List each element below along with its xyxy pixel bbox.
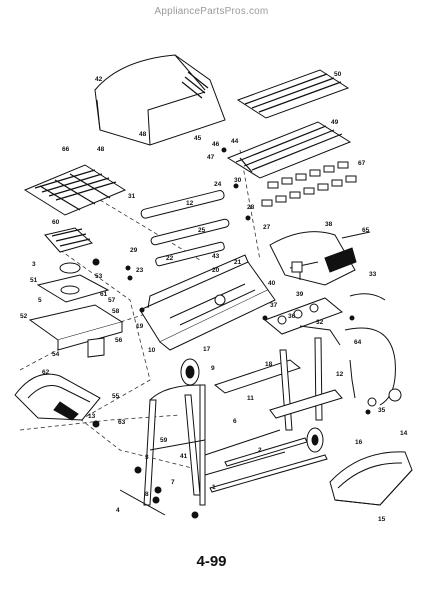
bottom-rails	[209, 437, 328, 493]
cart-frame	[143, 337, 343, 506]
wheel-left	[180, 358, 200, 386]
callout-32: 32	[316, 319, 324, 326]
callout-31: 31	[128, 193, 136, 200]
callout-56: 56	[115, 337, 123, 344]
cooking-grate-left	[23, 164, 127, 216]
callout-64: 64	[354, 339, 362, 346]
callout-24: 24	[214, 181, 222, 188]
callout-12b: 12	[336, 371, 344, 378]
callout-13: 13	[88, 413, 96, 420]
callout-4: 4	[116, 507, 120, 514]
callout-42: 42	[95, 76, 103, 83]
side-burner-grate	[44, 227, 94, 253]
callout-51: 51	[30, 277, 38, 284]
callout-59: 59	[160, 437, 168, 444]
callout-67: 67	[358, 160, 366, 167]
briquette-tiles	[261, 161, 357, 207]
rear-shroud	[269, 231, 371, 286]
page-number: 4-99	[196, 553, 227, 570]
warming-rack-upper	[236, 69, 350, 119]
callout-48b: 48	[97, 146, 105, 153]
callout-16: 16	[355, 439, 363, 446]
callout-53: 53	[95, 273, 103, 280]
callout-7: 7	[171, 479, 175, 486]
callout-6: 6	[233, 418, 237, 425]
callout-29: 29	[130, 247, 138, 254]
callout-3: 3	[32, 261, 36, 268]
callout-19: 19	[136, 323, 144, 330]
callout-27: 27	[263, 224, 271, 231]
callout-46: 46	[212, 141, 220, 148]
callout-62: 62	[42, 369, 50, 376]
callout-20: 20	[212, 267, 220, 274]
firebox	[139, 254, 276, 351]
callout-8: 8	[145, 491, 149, 498]
lid-hood	[94, 54, 226, 146]
watermark: AppliancePartsPros.com	[154, 6, 269, 17]
callout-50: 50	[334, 71, 342, 78]
callout-18: 18	[265, 361, 273, 368]
gas-hose-regulator	[344, 293, 402, 407]
callout-57: 57	[108, 297, 116, 304]
callout-44: 44	[231, 138, 239, 145]
callout-45: 45	[194, 135, 202, 142]
callout-12: 12	[186, 200, 194, 207]
callout-58: 58	[112, 308, 120, 315]
callout-22: 22	[166, 255, 174, 262]
side-burner-assembly	[28, 262, 124, 358]
hardware-screws	[92, 147, 371, 519]
control-panel	[264, 297, 343, 346]
callout-47: 47	[207, 154, 215, 161]
callout-49: 49	[331, 119, 339, 126]
callout-66: 66	[62, 146, 70, 153]
callout-38: 38	[325, 221, 333, 228]
callout-15: 15	[378, 516, 386, 523]
callout-3b: 3	[145, 454, 149, 461]
wheel-right	[306, 427, 324, 453]
callout-60: 60	[52, 219, 60, 226]
callout-5: 5	[38, 297, 42, 304]
callout-21: 21	[234, 259, 242, 266]
callout-1: 1	[212, 484, 216, 491]
callout-33: 33	[369, 271, 377, 278]
callout-54: 54	[52, 351, 60, 358]
callout-35: 35	[378, 407, 386, 414]
callout-63: 63	[118, 419, 126, 426]
callout-labels: 42 50 48 49 44 46 45 47 48 66 67 31 24 3…	[20, 71, 408, 523]
callout-25: 25	[198, 227, 206, 234]
callout-2: 2	[258, 447, 262, 454]
callout-43: 43	[212, 253, 220, 260]
callout-52: 52	[20, 313, 28, 320]
callout-14: 14	[400, 430, 408, 437]
callout-40: 40	[268, 280, 276, 287]
callout-11: 11	[247, 395, 254, 402]
callout-65: 65	[362, 227, 370, 234]
burner-tubes	[140, 190, 230, 267]
callout-55: 55	[112, 393, 120, 400]
cooking-grate-right	[226, 121, 352, 179]
callout-48: 48	[139, 131, 147, 138]
callout-23: 23	[136, 267, 144, 274]
side-shelf	[14, 373, 101, 421]
callout-10: 10	[148, 347, 156, 354]
callout-36: 36	[288, 313, 296, 320]
callout-41: 41	[180, 453, 188, 460]
bottom-shelf	[329, 451, 413, 506]
callout-30: 30	[234, 177, 242, 184]
callout-37: 37	[270, 302, 278, 309]
callout-28: 28	[247, 204, 255, 211]
callout-61: 61	[100, 291, 108, 298]
callout-39: 39	[296, 291, 304, 298]
callout-17: 17	[203, 346, 211, 353]
callout-9: 9	[211, 365, 215, 372]
